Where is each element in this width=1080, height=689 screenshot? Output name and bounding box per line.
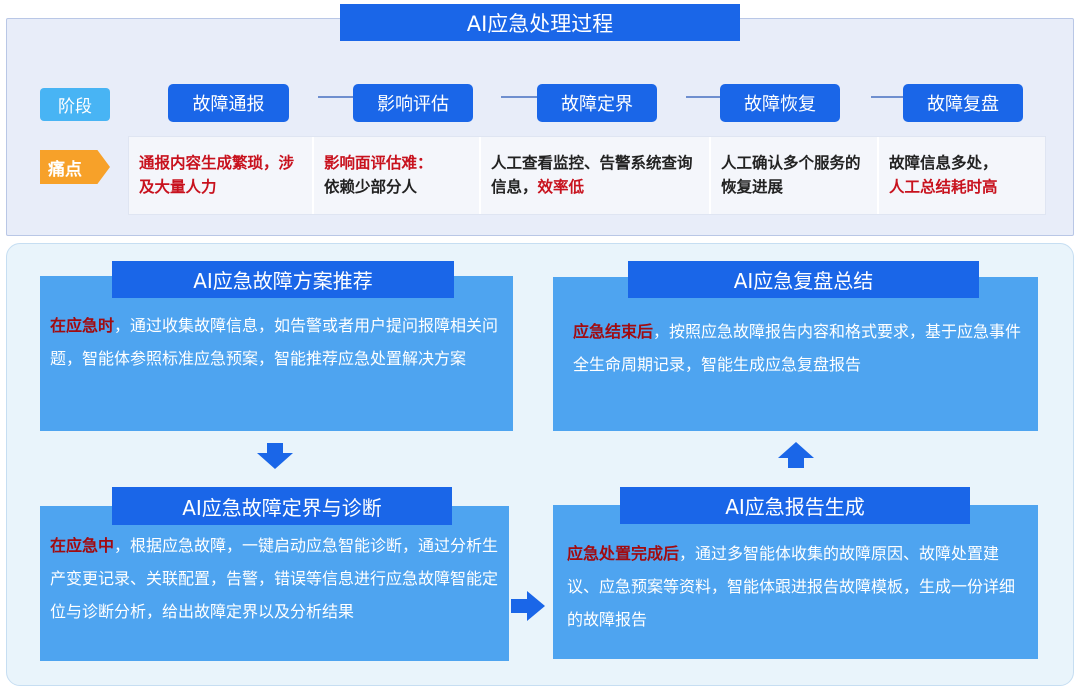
stage-connector <box>686 96 720 98</box>
diagnosis-text: ，根据应急故障，一键启动应急智能诊断，通过分析生产变更记录、关联配置，告警，错误… <box>50 536 499 621</box>
page-title: AI应急处理过程 <box>340 4 740 41</box>
pain-row-label: 痛点 <box>40 150 110 184</box>
pain-point-1-text: 通报内容生成繁琐，涉及大量人力 <box>139 154 295 196</box>
pain-point-4: 人工确认多个服务的恢复进展 <box>711 137 879 214</box>
pain-point-4-text: 人工确认多个服务的恢复进展 <box>721 154 861 196</box>
stage-impact-assessment: 影响评估 <box>353 84 473 122</box>
arrow-right-icon <box>511 591 545 621</box>
review-highlight: 应急结束后 <box>573 322 654 341</box>
recommend-highlight: 在应急时 <box>50 316 115 335</box>
arrow-down-icon <box>257 443 293 469</box>
pain-point-1: 通报内容生成繁琐，涉及大量人力 <box>129 137 314 214</box>
stage-fault-review: 故障复盘 <box>903 84 1023 122</box>
review-card: 应急结束后，按照应急故障报告内容和格式要求，基于应急事件全生命周期记录，智能生成… <box>553 277 1038 431</box>
recommend-card: 在应急时，通过收集故障信息，如告警或者用户提问报障相关问题，智能体参照标准应急预… <box>40 276 513 431</box>
pain-point-2-text: 依赖少部分人 <box>324 178 418 196</box>
report-highlight: 应急处置完成后 <box>567 544 680 563</box>
diagnosis-card-title: AI应急故障定界与诊断 <box>112 487 452 525</box>
stage-fault-notification: 故障通报 <box>168 84 289 122</box>
stage-connector <box>501 96 537 98</box>
diagnosis-card: 在应急中，根据应急故障，一键启动应急智能诊断，通过分析生产变更记录、关联配置，告… <box>40 506 509 661</box>
arrow-up-icon <box>778 442 814 468</box>
pain-point-5: 故障信息多处， 人工总结耗时高 <box>879 137 1045 214</box>
review-card-title: AI应急复盘总结 <box>628 261 979 298</box>
pain-point-3-text: 人工查看监控、告警系统查询信息， <box>491 154 693 196</box>
pain-point-2: 影响面评估难： 依赖少部分人 <box>314 137 481 214</box>
stage-connector <box>871 96 903 98</box>
pain-points-row: 通报内容生成繁琐，涉及大量人力 影响面评估难： 依赖少部分人 人工查看监控、告警… <box>128 136 1046 215</box>
stage-fault-recovery: 故障恢复 <box>720 84 840 122</box>
report-card-title: AI应急报告生成 <box>620 487 970 524</box>
pain-point-5-text-red: 人工总结耗时高 <box>889 178 998 196</box>
diagnosis-highlight: 在应急中 <box>50 536 115 555</box>
recommend-text: ，通过收集故障信息，如告警或者用户提问报障相关问题，智能体参照标准应急预案，智能… <box>50 316 499 368</box>
review-text: ，按照应急故障报告内容和格式要求，基于应急事件全生命周期记录，智能生成应急复盘报… <box>573 322 1022 374</box>
pain-point-3: 人工查看监控、告警系统查询信息，效率低 <box>481 137 711 214</box>
report-card: 应急处置完成后，通过多智能体收集的故障原因、故障处置建议、应急预案等资料，智能体… <box>553 505 1038 659</box>
stage-row-label: 阶段 <box>40 88 110 121</box>
pain-point-2-text-red: 影响面评估难： <box>324 154 433 172</box>
pain-point-3-text-red: 效率低 <box>537 178 585 196</box>
stage-fault-demarcation: 故障定界 <box>537 84 657 122</box>
stage-connector <box>318 96 353 98</box>
pain-point-5-text: 故障信息多处， <box>889 154 998 172</box>
recommend-card-title: AI应急故障方案推荐 <box>112 261 454 298</box>
report-text: ，通过多智能体收集的故障原因、故障处置建议、应急预案等资料，智能体跟进报告故障模… <box>567 544 1016 629</box>
